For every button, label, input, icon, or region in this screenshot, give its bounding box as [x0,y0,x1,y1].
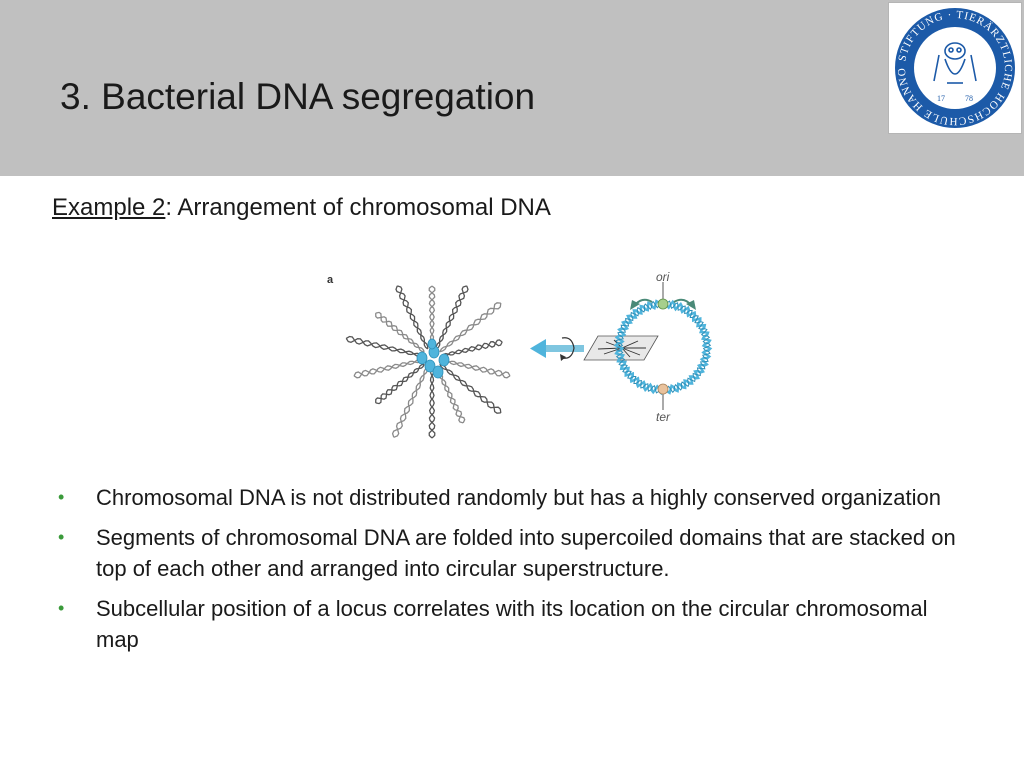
bullet-item: • Subcellular position of a locus correla… [58,593,958,655]
bullet-dot-icon: • [58,487,65,507]
dna-loop [393,366,429,438]
supercoiled-rosette [345,285,511,439]
slide-subtitle: Example 2: Arrangement of chromosomal DN… [52,194,551,222]
example-link[interactable]: Example 2 [52,194,166,221]
dna-loop [353,359,423,379]
dna-loop [441,359,511,379]
dna-loop [428,367,436,439]
dna-loop [441,359,511,377]
dna-loop [439,302,501,353]
dna-loop [439,363,502,413]
bullet-list: • Chromosomal DNA is not distributed rand… [58,482,958,664]
dna-loop [428,285,436,349]
circular-chromosome-strand [614,299,712,395]
slide-title: 3. Bacterial DNA segregation [60,76,536,117]
dna-loop [345,338,423,357]
ter-locus [657,383,669,395]
bullet-item: • Segments of chromosomal DNA are folded … [58,522,958,584]
dna-loop [375,363,425,403]
dna-loop [353,359,423,377]
ori-label: ori [656,270,670,284]
header-bar: 3. Bacterial DNA segregation STIFTUNG · … [0,0,1024,176]
dna-loop [397,285,429,350]
ori-locus [657,298,669,310]
dna-loop [345,335,423,357]
dna-loop [435,285,467,350]
rosette-core [416,338,450,379]
dna-loop [395,285,429,350]
emblem-figure-icon [933,42,977,84]
bullet-dot-icon: • [58,598,65,618]
chromosome-figure: a [322,262,722,442]
logo-year-right: 78 [965,94,973,103]
university-logo: STIFTUNG · TIERÄRZTLICHE HOCHSCHULE HANN… [885,0,1022,134]
bullet-item: • Chromosomal DNA is not distributed rand… [58,482,958,513]
subtitle-text: : Arrangement of chromosomal DNA [165,194,551,221]
logo-emblem: STIFTUNG · TIERÄRZTLICHE HOCHSCHULE HANN… [885,0,1015,128]
dna-loop [441,341,503,358]
figure-panel-label: a [327,274,334,286]
ter-label: ter [656,410,671,424]
dna-loop [435,285,469,350]
dna-loop [439,303,502,353]
dna-loop [428,367,436,439]
dna-loop [375,363,425,405]
bullet-text: Chromosomal DNA is not distributed rando… [96,485,941,510]
dna-loop [375,313,425,353]
dna-loop [441,339,503,357]
left-arrow-icon [530,337,584,361]
dna-loop [439,363,501,414]
chromosome-diagram: a [327,270,713,439]
dna-loop [375,311,425,353]
dna-loop [428,285,436,349]
dna-loop [391,366,429,438]
logo-year-left: 17 [937,94,945,103]
bullet-text: Subcellular position of a locus correlat… [96,596,928,652]
bullet-dot-icon: • [58,527,65,547]
bullet-text: Segments of chromosomal DNA are folded i… [96,525,956,581]
